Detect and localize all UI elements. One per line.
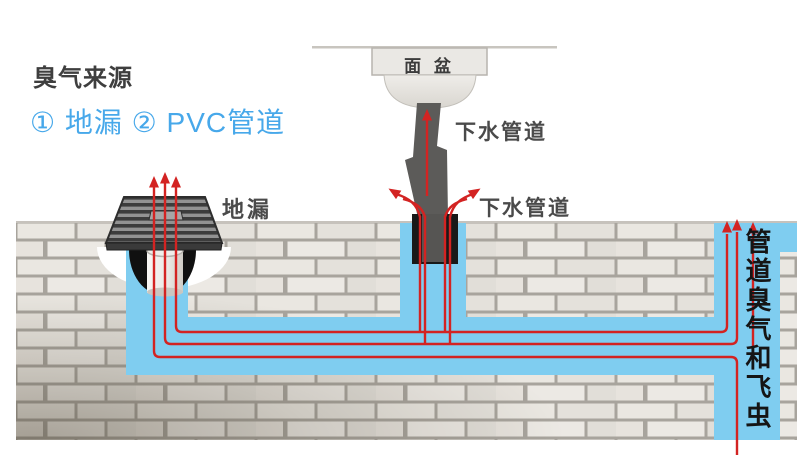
basin-label: 面 盆 — [404, 57, 455, 76]
flow-line-drain-to-bottom — [152, 187, 739, 455]
arrow-stack-mid — [732, 219, 742, 231]
floor-drain-label: 地漏 — [222, 197, 273, 222]
arrow-gap-left — [388, 188, 402, 200]
flow-curve-right-b — [443, 197, 468, 218]
odor-flow-lines — [152, 120, 755, 455]
arrow-drain-right — [171, 176, 181, 188]
down-pipe-label-lower: 下水管道 — [479, 197, 571, 220]
arrow-inside-pipe — [422, 109, 432, 121]
odor-source-list: ① 地漏 ② PVC管道 — [30, 107, 286, 138]
down-pipe-label-upper: 下水管道 — [455, 121, 547, 144]
bottom-margin — [0, 440, 800, 455]
arrow-drain-mid — [160, 172, 170, 184]
arrow-gap-right — [467, 188, 481, 200]
flow-curve-left-b — [402, 197, 427, 218]
arrow-stack-inner — [722, 221, 732, 233]
flow-line-drain-to-stack-inner — [174, 187, 729, 334]
sink-basin-box — [371, 47, 488, 76]
arrow-stack-outer — [748, 222, 758, 234]
floor-surface-line — [16, 221, 797, 223]
horizontal-pipe-run — [126, 317, 780, 375]
right-stack-top-notch — [780, 223, 797, 252]
stack-odor-label: 管道臭气和飞虫 — [742, 228, 772, 431]
odor-flow-arrowheads — [149, 109, 758, 234]
arrow-drain-left — [149, 176, 159, 188]
page-title: 臭气来源 — [33, 65, 133, 92]
